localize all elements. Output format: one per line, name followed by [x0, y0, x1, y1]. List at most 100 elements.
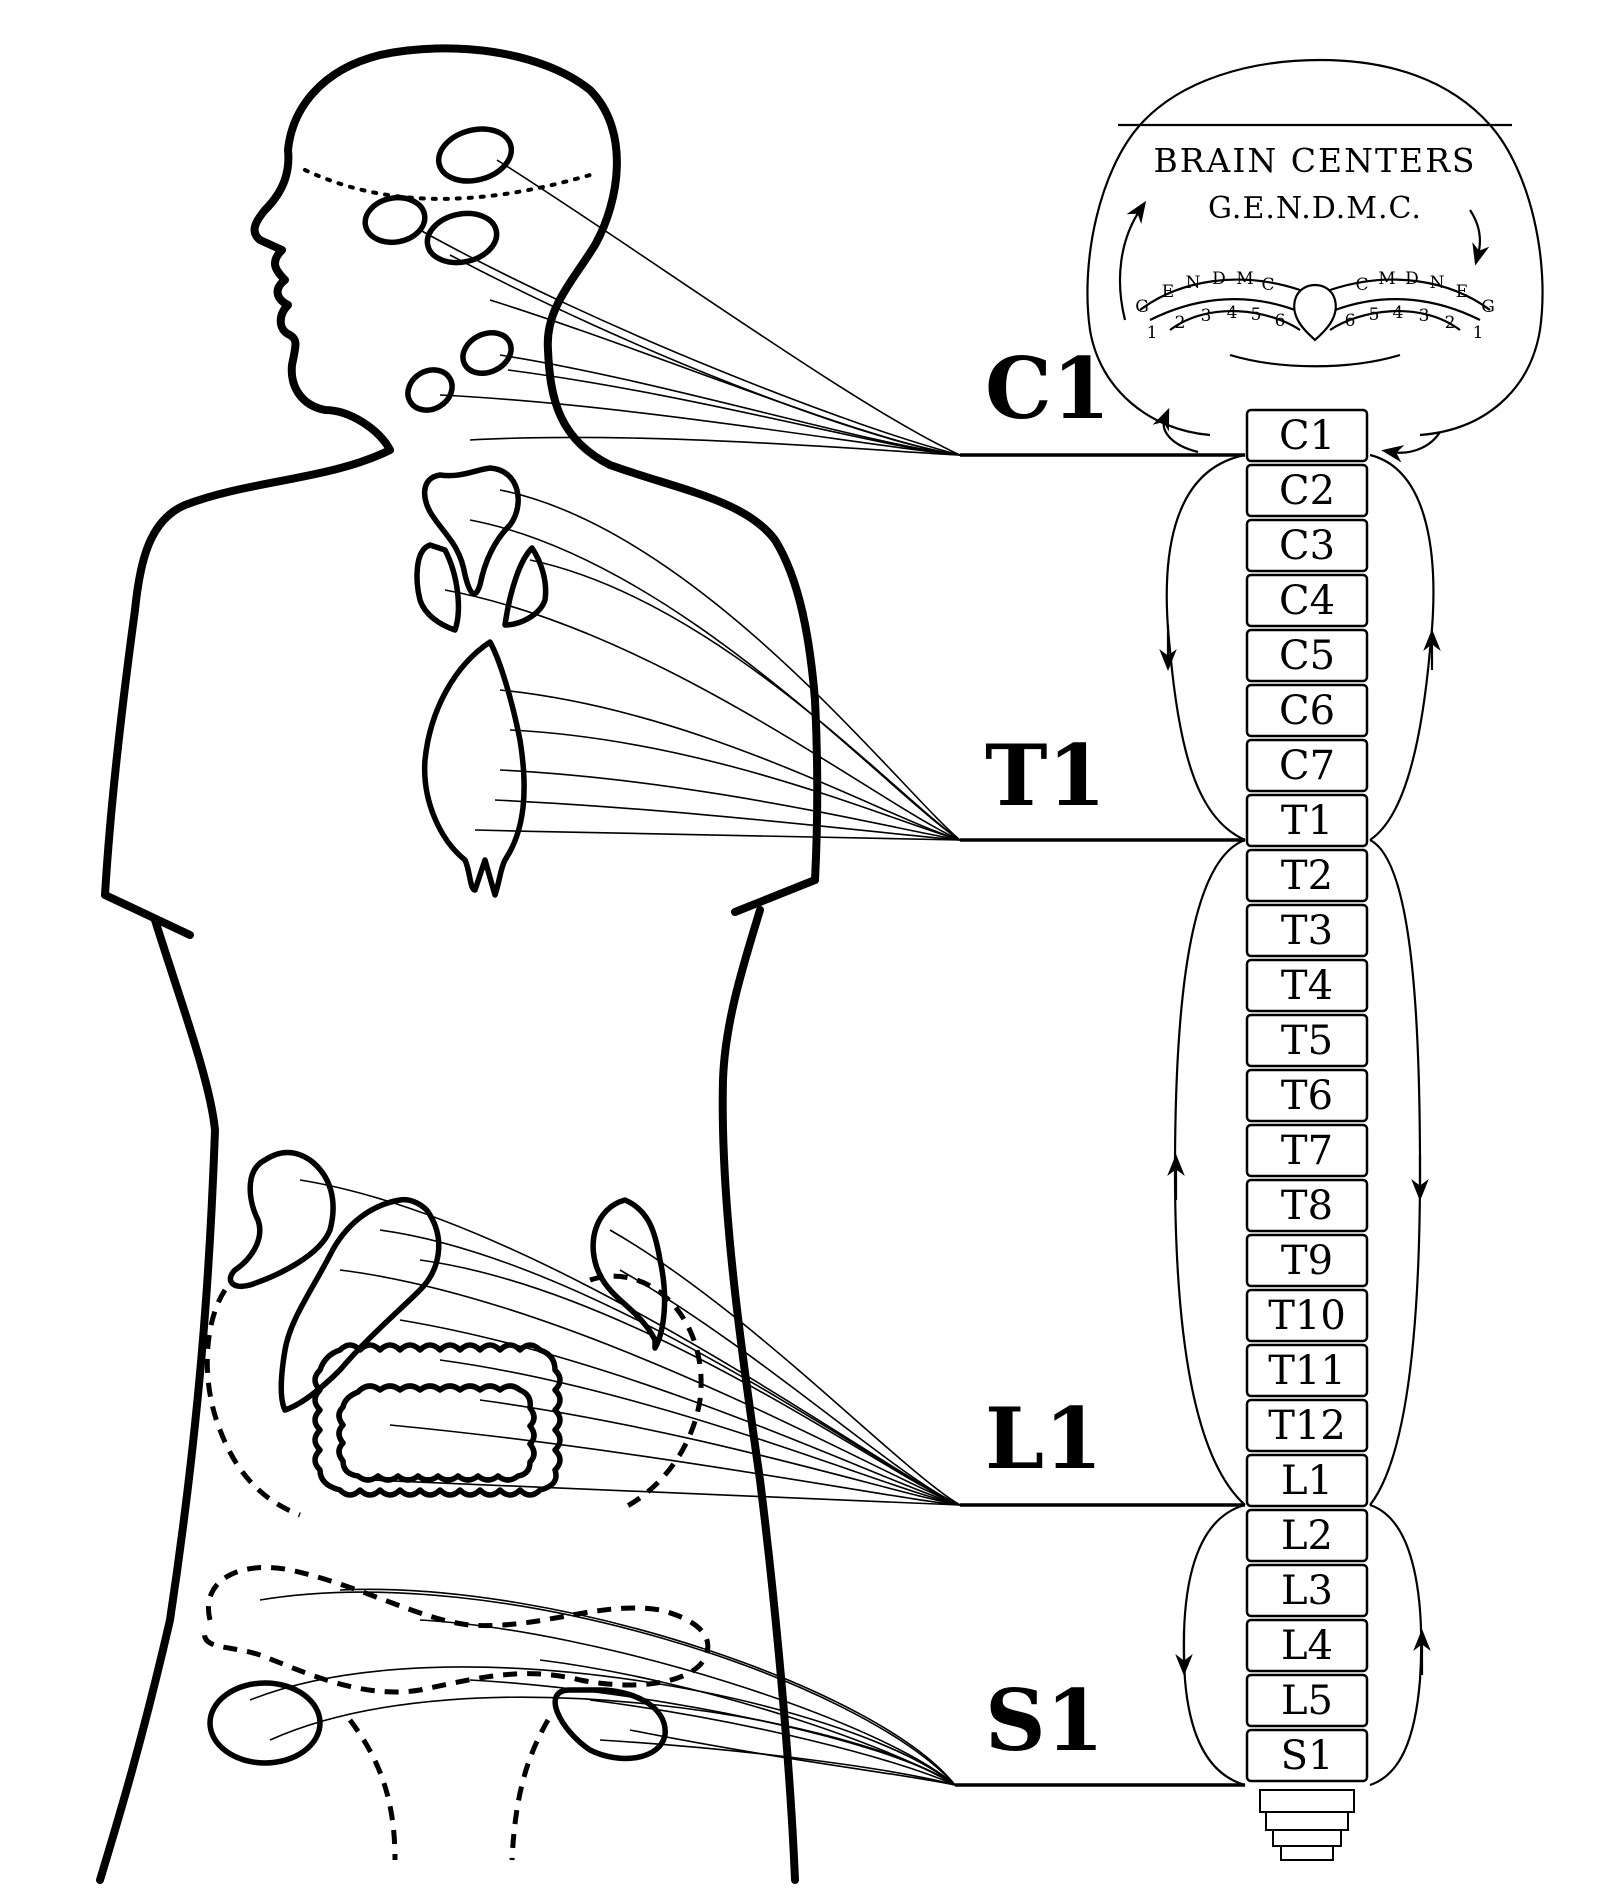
vertebra-label-t7: T7 — [1281, 1128, 1333, 1174]
coccyx — [1259, 1789, 1355, 1861]
vertebra-label-t12: T12 — [1268, 1403, 1346, 1449]
brain-right-arch-inner — [1334, 297, 1481, 321]
svg-text:G: G — [1135, 297, 1149, 317]
brain-centers-title: BRAIN CENTERS — [1153, 141, 1476, 180]
brain-center-left — [362, 194, 428, 246]
svg-text:3: 3 — [1419, 306, 1430, 326]
left-shoulder-arm-line — [101, 446, 394, 899]
vertebra-label-t2: T2 — [1281, 853, 1333, 899]
svg-text:2: 2 — [1175, 313, 1186, 333]
left-pelvic-organ — [207, 1680, 323, 1766]
brain-head-outline — [1086, 58, 1544, 437]
brain-center-knot — [1293, 284, 1337, 342]
nerve-fans — [249, 159, 961, 1786]
vertebra-c4 — [1245, 573, 1369, 628]
level-labels: C1 T1 L1 S1 — [985, 339, 1110, 1770]
heart — [421, 639, 527, 898]
vertebra-t9 — [1245, 1233, 1369, 1288]
left-lung — [414, 542, 462, 633]
level-label-c1: C1 — [985, 339, 1110, 438]
neck-gland-upper — [460, 330, 514, 376]
svg-text:C: C — [1261, 275, 1274, 295]
head-neck-shoulder-line — [250, 44, 822, 884]
level-label-l1: L1 — [985, 1389, 1103, 1488]
abdominal-organs — [204, 1149, 704, 1518]
vertebra-t8 — [1245, 1178, 1369, 1233]
vertebra-t3 — [1245, 903, 1369, 958]
right-armpit-line — [731, 876, 819, 916]
vertebra-l5 — [1245, 1673, 1369, 1728]
vertebra-label-c4: C4 — [1279, 578, 1335, 624]
svg-text:E: E — [1456, 282, 1468, 302]
vertebra-t4 — [1245, 958, 1369, 1013]
vertebra-label-c3: C3 — [1279, 523, 1335, 569]
vertebra-label-c6: C6 — [1279, 688, 1335, 734]
vertebra-l4 — [1245, 1618, 1369, 1673]
svg-text:1: 1 — [1147, 323, 1158, 343]
pelvic-dashed-upper — [202, 1564, 711, 1695]
svg-text:6: 6 — [1275, 311, 1286, 331]
vertebra-label-l5: L5 — [1281, 1678, 1333, 1724]
svg-text:N: N — [1186, 273, 1201, 293]
vertebra-c5 — [1245, 628, 1369, 683]
svg-text:1: 1 — [1473, 323, 1484, 343]
svg-text:2: 2 — [1445, 313, 1456, 333]
right-lung — [502, 545, 549, 628]
vertebra-l2 — [1245, 1508, 1369, 1563]
brain-right-arch-outer — [1329, 278, 1491, 311]
stomach — [278, 1196, 442, 1413]
vertebra-l1 — [1245, 1453, 1369, 1508]
neck-gland-lower — [405, 367, 455, 413]
vertebra-label-t4: T4 — [1281, 963, 1333, 1009]
vertebra-label-l1: L1 — [1281, 1458, 1333, 1504]
vertebra-t6 — [1245, 1068, 1369, 1123]
svg-text:4: 4 — [1393, 303, 1404, 323]
brain-left-arch-outer — [1139, 278, 1301, 311]
vertebra-label-l4: L4 — [1281, 1623, 1333, 1669]
vertebra-label-t6: T6 — [1281, 1073, 1333, 1119]
left-torso-line — [96, 916, 219, 1884]
vertebra-label-t3: T3 — [1281, 908, 1333, 954]
vertebra-t10 — [1245, 1288, 1369, 1343]
svg-text:5: 5 — [1251, 305, 1262, 325]
vertebra-label-t10: T10 — [1268, 1293, 1346, 1339]
brain-right-letters: C M D N E G 6 5 4 3 2 1 — [1345, 269, 1495, 343]
vertebra-t1 — [1245, 793, 1369, 848]
brain-right-lobe-shape — [1329, 309, 1461, 331]
level-label-s1: S1 — [985, 1671, 1104, 1770]
vertebra-t7 — [1245, 1123, 1369, 1178]
level-connectors — [955, 453, 1245, 1787]
right-pelvic-organ — [552, 1687, 668, 1762]
pelvic-organs — [202, 1564, 711, 1861]
svg-text:6: 6 — [1345, 311, 1356, 331]
svg-text:G: G — [1481, 297, 1495, 317]
svg-text:3: 3 — [1201, 306, 1212, 326]
vertebra-c1 — [1245, 408, 1369, 463]
svg-text:4: 4 — [1227, 303, 1238, 323]
vertebra-t5 — [1245, 1013, 1369, 1068]
vertebra-label-s1: S1 — [1281, 1733, 1334, 1779]
kidney-left-dashed — [204, 1288, 301, 1518]
brain-centers-subtitle: G.E.N.D.M.C. — [1208, 191, 1422, 226]
svg-text:M: M — [1378, 269, 1395, 289]
brain-left-arch-inner — [1149, 297, 1296, 321]
vertebra-label-l2: L2 — [1281, 1513, 1333, 1559]
right-torso-line — [718, 906, 799, 1884]
vertebra-t12 — [1245, 1398, 1369, 1453]
svg-text:D: D — [1405, 269, 1419, 289]
spine-circulation-loops — [1159, 453, 1441, 1787]
svg-text:C: C — [1355, 275, 1368, 295]
vertebra-t11 — [1245, 1343, 1369, 1398]
vertebra-label-t1: T1 — [1281, 798, 1333, 844]
brain-left-lobe-shape — [1169, 309, 1301, 331]
svg-text:E: E — [1162, 282, 1174, 302]
level-label-t1: T1 — [985, 726, 1106, 825]
pelvic-dashed-right-leg — [509, 1718, 551, 1861]
brain-center-lower — [424, 210, 500, 266]
thyroid — [422, 465, 521, 597]
vertebra-l3 — [1245, 1563, 1369, 1618]
vertebra-label-t11: T11 — [1268, 1348, 1346, 1394]
svg-text:M: M — [1236, 269, 1253, 289]
